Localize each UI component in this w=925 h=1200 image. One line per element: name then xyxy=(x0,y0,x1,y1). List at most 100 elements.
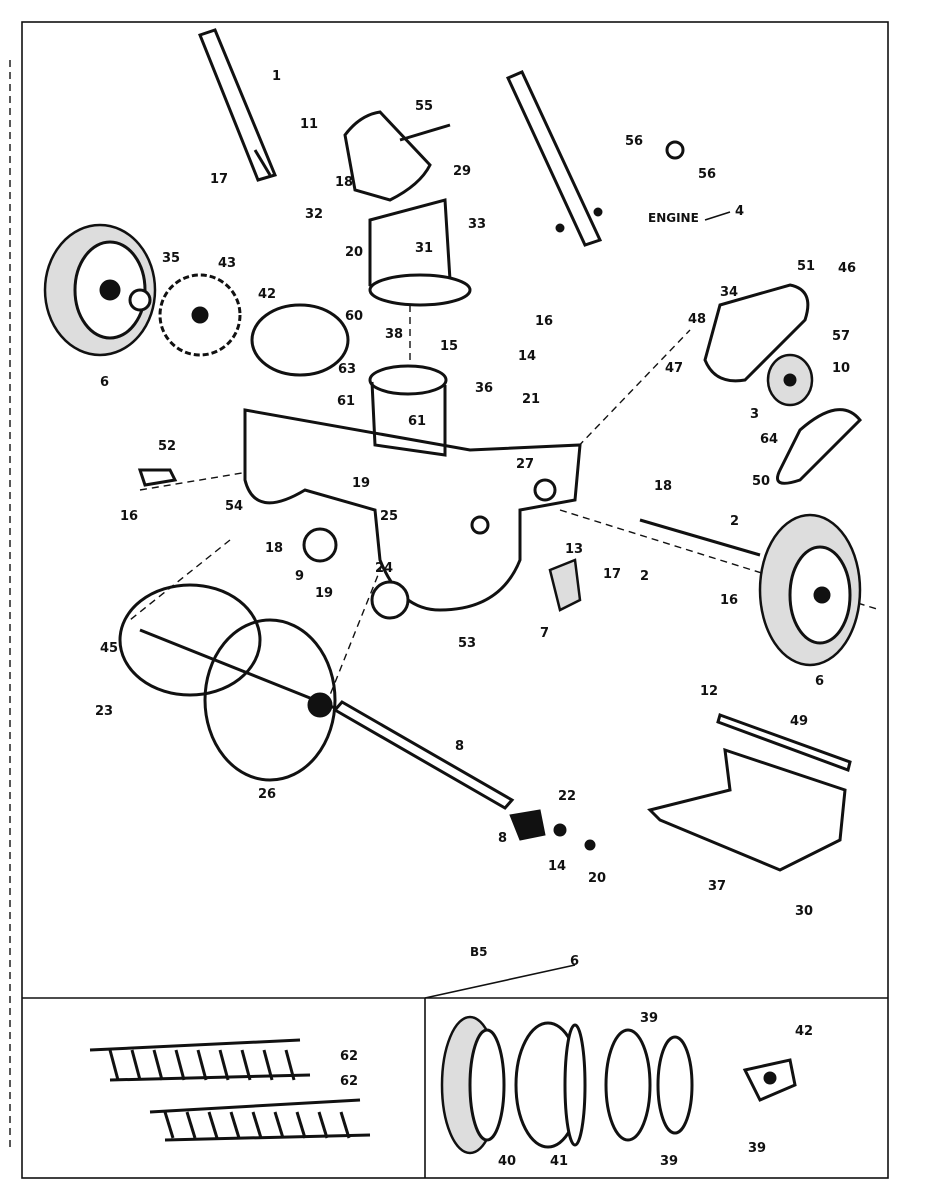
callout: 54 xyxy=(225,499,243,514)
callout: 16 xyxy=(535,314,553,329)
auger-assembly xyxy=(118,583,341,782)
tire-chains xyxy=(89,1038,371,1142)
callout: 18 xyxy=(265,541,283,556)
skid-plate xyxy=(647,747,847,872)
wheel-parts-detail xyxy=(440,1015,797,1155)
callout: 7 xyxy=(540,626,549,641)
callout: 2 xyxy=(730,514,739,529)
callout: 51 xyxy=(797,259,815,274)
chain-rung xyxy=(196,1049,208,1081)
callout: 61 xyxy=(408,414,426,429)
callout: 60 xyxy=(345,309,363,324)
auger-shaft xyxy=(332,700,515,810)
callout: 47 xyxy=(665,361,683,376)
callout-labels: 1 11 17 55 29 18 32 20 33 31 38 15 56 56… xyxy=(95,69,856,1169)
callout: 56 xyxy=(698,167,716,182)
callout: 45 xyxy=(100,641,118,656)
callout: 20 xyxy=(345,245,363,260)
callout: 49 xyxy=(790,714,808,729)
shear-plate xyxy=(509,809,546,841)
callout: 50 xyxy=(752,474,770,489)
callout: 23 xyxy=(95,704,113,719)
callout: 34 xyxy=(720,285,738,300)
callout: 43 xyxy=(218,256,236,271)
sheet-code: B5 xyxy=(470,945,488,959)
drive-belt xyxy=(776,408,863,485)
diagram-frame xyxy=(9,21,889,1179)
callout: 57 xyxy=(832,329,850,344)
callout: 42 xyxy=(795,1024,813,1039)
callout: 26 xyxy=(258,787,276,802)
chute-deflector xyxy=(343,110,451,202)
callout: 12 xyxy=(700,684,718,699)
callout: 33 xyxy=(468,217,486,232)
discharge-chute xyxy=(368,198,472,307)
callout: 30 xyxy=(795,904,813,919)
axle-rod xyxy=(639,518,761,557)
drive-belt-ring xyxy=(250,303,350,377)
callout: 37 xyxy=(708,879,726,894)
auger-housing xyxy=(243,364,582,620)
callout: 55 xyxy=(415,99,433,114)
callout: 24 xyxy=(375,561,393,576)
callout: 19 xyxy=(352,476,370,491)
callout: 11 xyxy=(300,117,318,132)
callout: 22 xyxy=(558,789,576,804)
callout: 14 xyxy=(548,859,566,874)
callout: 17 xyxy=(603,567,621,582)
chain-rung xyxy=(108,1049,120,1081)
right-handle xyxy=(505,70,603,247)
callout: 52 xyxy=(158,439,176,454)
callout: 18 xyxy=(335,175,353,190)
small-hardware xyxy=(137,140,685,851)
callout: 15 xyxy=(440,339,458,354)
callout: 18 xyxy=(654,479,672,494)
chain-rung xyxy=(185,1111,197,1139)
callout: 19 xyxy=(315,586,333,601)
callout: 9 xyxy=(295,569,304,584)
callout: 41 xyxy=(550,1154,568,1169)
callout: 64 xyxy=(760,432,778,447)
left-wheel xyxy=(43,223,157,357)
chain-rung xyxy=(240,1049,252,1081)
callout: 6 xyxy=(815,674,824,689)
callout: 42 xyxy=(258,287,276,302)
callout: 63 xyxy=(338,362,356,377)
callout: 36 xyxy=(475,381,493,396)
callout: 29 xyxy=(453,164,471,179)
scraper-bar xyxy=(716,713,852,772)
callout: 46 xyxy=(838,261,856,276)
callout: 13 xyxy=(565,542,583,557)
callout: 2 xyxy=(640,569,649,584)
chain-rung xyxy=(207,1111,219,1139)
callout: 25 xyxy=(380,509,398,524)
engine-pulley-bracket xyxy=(703,283,814,407)
chain-rung xyxy=(152,1049,164,1081)
callout: 53 xyxy=(458,636,476,651)
chain-rung xyxy=(284,1049,296,1081)
callout: 3 xyxy=(750,407,759,422)
chain-rung xyxy=(295,1111,307,1139)
callout: 1 xyxy=(272,69,281,84)
chain-rung xyxy=(229,1111,241,1139)
chain-rung xyxy=(262,1049,274,1081)
callout: 40 xyxy=(498,1154,516,1169)
sprocket xyxy=(158,273,242,357)
callout: 20 xyxy=(588,871,606,886)
callout: 48 xyxy=(688,312,706,327)
right-wheel xyxy=(758,513,862,667)
callout: 17 xyxy=(210,172,228,187)
callout: 16 xyxy=(720,593,738,608)
callout: 62 xyxy=(340,1074,358,1089)
callout: 27 xyxy=(516,457,534,472)
callout: 8 xyxy=(455,739,464,754)
callout: 61 xyxy=(337,394,355,409)
callout: 6 xyxy=(570,954,579,969)
chain-rung xyxy=(339,1111,351,1139)
callout: 6 xyxy=(100,375,109,390)
callout: 8 xyxy=(498,831,507,846)
callout: 39 xyxy=(640,1011,658,1026)
callout: 4 xyxy=(735,204,744,219)
callout: 32 xyxy=(305,207,323,222)
callout: 16 xyxy=(120,509,138,524)
